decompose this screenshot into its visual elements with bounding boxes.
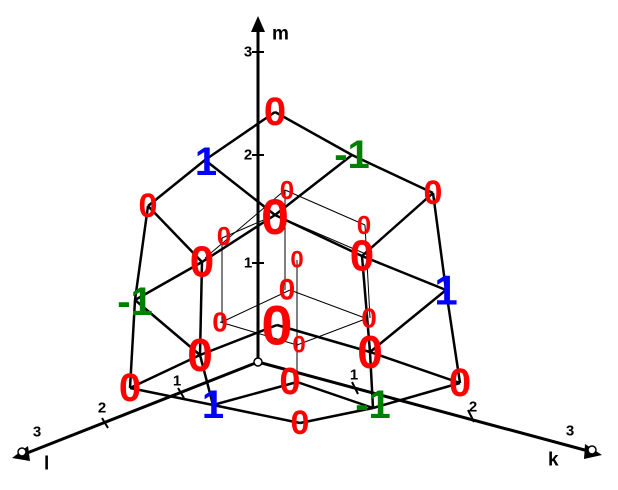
value-middle-green-minus-one: -1 [117, 280, 153, 324]
value-mid-back-zero: 0 [290, 247, 303, 274]
k-tick-2: 2 [469, 399, 477, 416]
axis-end-circles [17, 357, 597, 457]
value-bottom-blue-one: 1 [202, 383, 224, 427]
value-bottom-right-zero: 0 [449, 361, 471, 405]
value-upper-blue-one: 1 [195, 140, 217, 184]
value-top: 0 [264, 90, 286, 134]
l-axis-label: l [44, 454, 49, 475]
value-lower-right-inner-zero: 0 [361, 303, 377, 334]
value-upper-left-zero: 0 [139, 187, 158, 225]
value-upper-right-zero: 0 [424, 174, 443, 212]
l-axis-line [21, 360, 259, 457]
k-axis-label: k [548, 450, 559, 471]
l-end-circle [17, 447, 27, 457]
value-upper-green-minus-one: -1 [334, 133, 370, 177]
value-lower-left-inner-zero: 0 [212, 307, 228, 338]
value-middle-blue-one: 1 [434, 267, 457, 314]
k-axis-line [257, 360, 593, 454]
coordinate-axes [21, 26, 593, 457]
k-tick-3: 3 [566, 423, 574, 440]
axis-arrowheads [12, 16, 602, 461]
m-tick-2: 2 [244, 147, 252, 164]
l-tick-3: 3 [33, 424, 41, 441]
l-tick-1: 1 [173, 373, 181, 390]
value-bottom-green-minus-one: -1 [355, 383, 391, 427]
value-lower-center-big-zero: 0 [261, 294, 292, 357]
value-upper-inner-left-zero: 0 [217, 221, 231, 251]
k-end-circle [587, 445, 597, 455]
value-lower-left-zero: 0 [187, 329, 213, 381]
k-tick-1: 1 [350, 367, 358, 384]
value-mid-center-zero: 0 [279, 274, 296, 307]
value-mid-left-zero: 0 [190, 238, 214, 287]
m-arrowhead-icon [251, 16, 265, 32]
value-bottom-front-zero: 0 [291, 404, 310, 442]
value-upper-center-zero: 0 [261, 189, 289, 245]
outer-lattice-lines [128, 110, 462, 425]
axis-tick-marks [101, 51, 475, 429]
m-tick-3: 3 [244, 44, 252, 61]
value-upper-back-zero: 0 [280, 175, 294, 205]
value-lower-right-zero: 0 [357, 326, 383, 378]
value-mid-right-zero: 0 [350, 232, 374, 281]
m-tick-1: 1 [244, 255, 252, 272]
value-bottom-left-zero: 0 [119, 366, 141, 410]
value-bottom-center-zero: 0 [279, 361, 300, 403]
l-tick-2: 2 [98, 400, 106, 417]
origin-circle [253, 357, 263, 367]
value-upper-inner-right-zero: 0 [357, 210, 371, 240]
value-lower-back-zero: 0 [292, 332, 305, 359]
m-axis-label: m [272, 24, 289, 45]
